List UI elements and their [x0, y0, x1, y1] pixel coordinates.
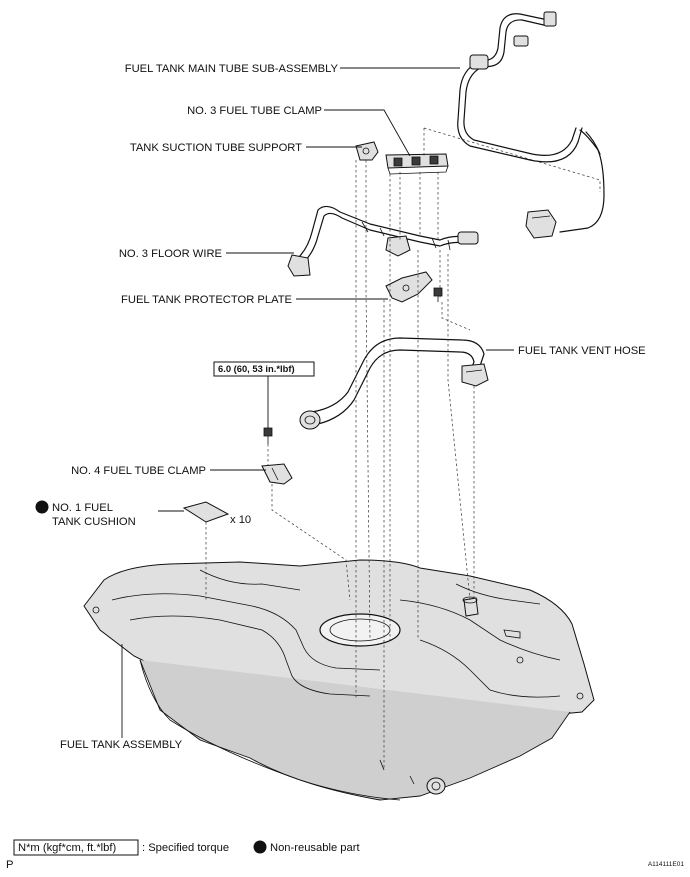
footer-page-mark: P	[6, 859, 13, 871]
fuel-tank-protector-plate-drawing	[385, 271, 443, 303]
label-fuel-tank-vent-hose: FUEL TANK VENT HOSE	[518, 345, 646, 357]
legend-nonreusable-desc: Non-reusable part	[270, 842, 360, 854]
leader-lines	[121, 67, 514, 738]
no4-fuel-tube-clamp-drawing	[261, 427, 293, 485]
label-no4-fuel-tube-clamp: NO. 4 FUEL TUBE CLAMP	[71, 465, 206, 477]
legend-torque-desc: : Specified torque	[142, 842, 229, 854]
label-no1-fuel-tank-cushion-line1: NO. 1 FUEL	[52, 502, 113, 514]
torque-spec-value: 6.0 (60, 53 in.*lbf)	[218, 363, 295, 374]
torque-spec: 6.0 (60, 53 in.*lbf)	[213, 361, 315, 377]
label-no3-fuel-tube-clamp: NO. 3 FUEL TUBE CLAMP	[187, 105, 322, 117]
legend: N*m (kgf*cm, ft.*lbf) : Specified torque…	[13, 839, 360, 856]
fuel-tank-main-tube-drawing	[457, 11, 605, 239]
no3-floor-wire-drawing	[287, 205, 479, 277]
footer-figure-id: A114111E01	[648, 861, 685, 868]
no3-fuel-tube-clamp-drawing	[385, 153, 449, 175]
label-tank-suction-tube-support: TANK SUCTION TUBE SUPPORT	[130, 142, 302, 154]
alignment-lines	[205, 127, 601, 770]
fuel-tank-assembly-drawing	[83, 559, 595, 801]
nonreusable-mark-icon	[35, 500, 49, 514]
label-cushion-quantity: x 10	[230, 514, 251, 526]
label-fuel-tank-protector-plate: FUEL TANK PROTECTOR PLATE	[121, 294, 292, 306]
fuel-tank-vent-hose-drawing	[299, 337, 489, 430]
legend-nonreusable-icon	[253, 840, 267, 854]
tank-suction-tube-support-drawing	[355, 141, 379, 161]
label-fuel-tank-assembly: FUEL TANK ASSEMBLY	[60, 739, 183, 751]
label-no1-fuel-tank-cushion-line2: TANK CUSHION	[52, 516, 136, 528]
no1-fuel-tank-cushion-drawing	[182, 501, 230, 523]
label-no3-floor-wire: NO. 3 FLOOR WIRE	[119, 248, 222, 260]
legend-torque-box-text: N*m (kgf*cm, ft.*lbf)	[18, 842, 116, 854]
label-fuel-tank-main-tube: FUEL TANK MAIN TUBE SUB-ASSEMBLY	[125, 63, 339, 75]
